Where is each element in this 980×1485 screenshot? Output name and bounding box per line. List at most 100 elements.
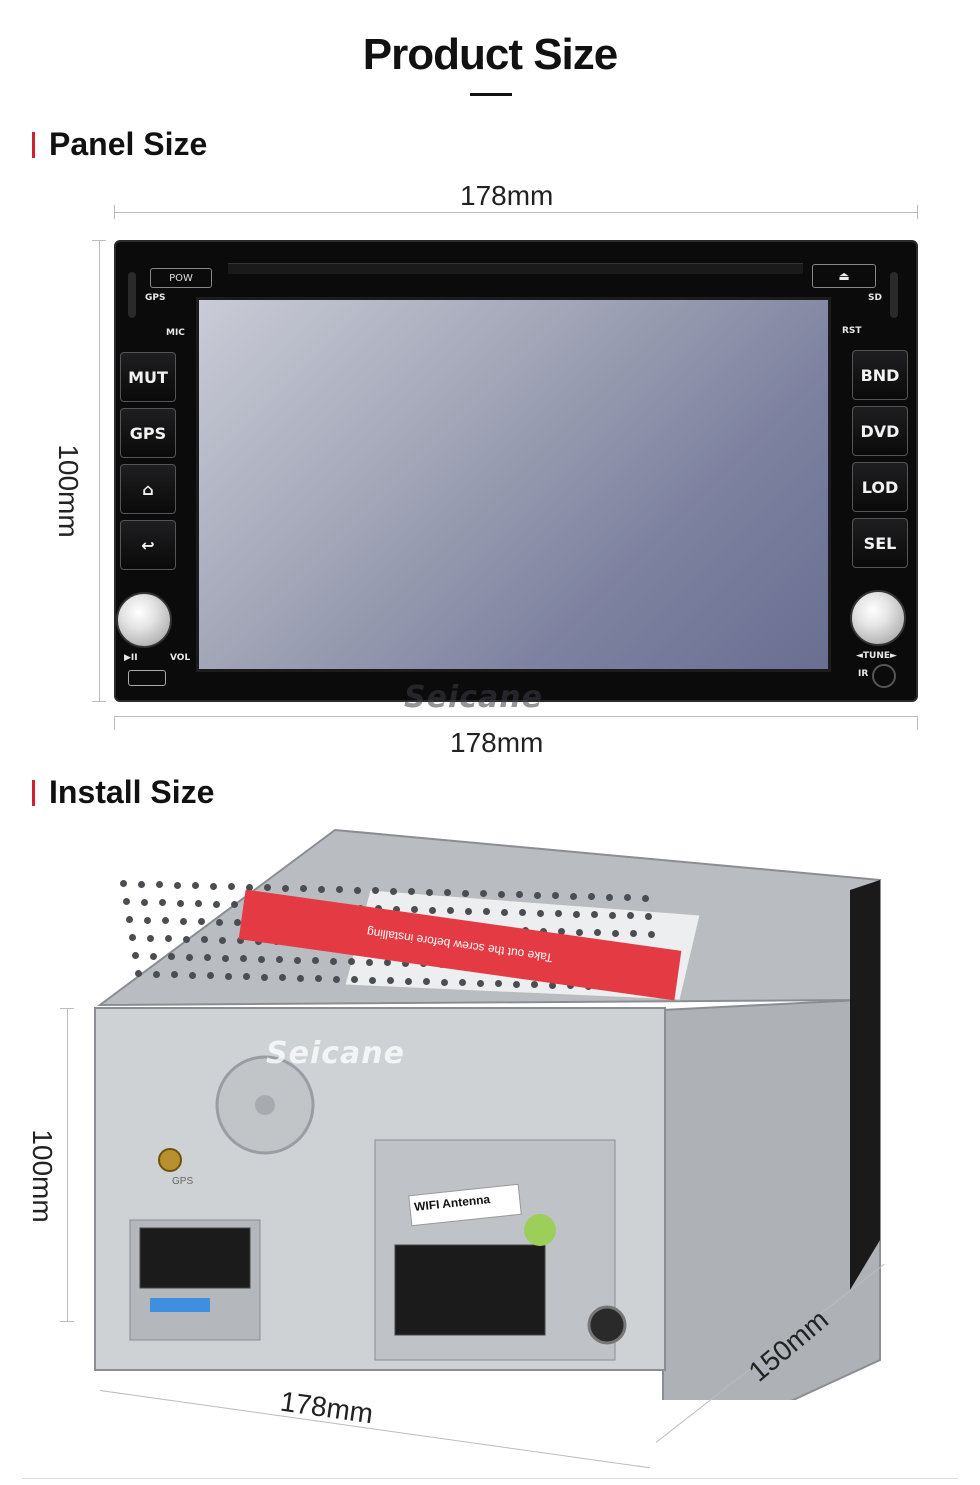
load-button[interactable]: LOD	[852, 462, 908, 512]
eject-icon: ⏏	[838, 269, 850, 283]
section-heading-install: Install Size	[32, 774, 214, 811]
dimension-tick	[60, 1321, 74, 1322]
panel-height-label: 100mm	[53, 444, 84, 538]
home-icon: ⌂	[142, 479, 154, 499]
vent-hole	[210, 882, 217, 890]
vent-hole	[393, 905, 400, 913]
vent-hole	[387, 977, 394, 984]
screw-warning-text: Take out the screw before installing	[366, 925, 554, 965]
back-icon: ↩	[141, 535, 155, 555]
vent-hole	[447, 907, 454, 914]
footer-divider	[22, 1478, 958, 1479]
vent-hole	[276, 956, 283, 963]
back-button[interactable]: ↩	[120, 520, 176, 570]
vent-hole	[630, 930, 637, 937]
vent-hole	[282, 884, 289, 892]
vent-hole	[147, 934, 154, 942]
vent-hole	[156, 881, 163, 888]
vent-hole	[573, 910, 580, 918]
vent-hole	[480, 890, 487, 897]
vent-hole	[513, 980, 520, 988]
vent-hole	[195, 900, 202, 907]
vent-hole	[138, 880, 145, 888]
vent-hole	[390, 887, 397, 895]
vent-hole	[201, 936, 208, 943]
vent-hole	[198, 918, 205, 925]
dimension-tick	[917, 205, 918, 219]
install-height-label: 100mm	[27, 1129, 58, 1223]
install-width-line	[99, 1390, 650, 1469]
vent-hole	[591, 911, 598, 918]
vent-hole	[162, 917, 169, 924]
vent-hole	[408, 888, 415, 895]
vent-hole	[207, 972, 214, 979]
vent-hole	[126, 916, 133, 923]
eject-button[interactable]: ⏏	[812, 264, 876, 288]
dvd-button[interactable]: DVD	[852, 406, 908, 456]
vent-hole	[219, 936, 226, 944]
section-accent-bar	[32, 779, 35, 806]
dimension-tick	[917, 716, 918, 730]
vent-hole	[519, 909, 526, 916]
gps-card-slot	[128, 272, 136, 318]
vent-hole	[183, 935, 190, 943]
vent-hole	[150, 952, 157, 960]
vent-hole	[294, 956, 301, 964]
mute-button[interactable]: MUT	[120, 352, 176, 402]
dimension-tick	[92, 240, 106, 241]
panel-width-top-label: 178mm	[460, 180, 554, 211]
vent-hole	[120, 880, 127, 887]
power-button[interactable]: POW	[150, 268, 212, 288]
vent-hole	[477, 979, 484, 987]
vent-hole	[333, 975, 340, 983]
vent-hole	[189, 971, 196, 979]
gps-button[interactable]: GPS	[120, 408, 176, 458]
vent-hole	[222, 954, 229, 962]
vent-hole	[402, 959, 409, 967]
vent-hole	[384, 959, 391, 966]
select-button[interactable]: SEL	[852, 518, 908, 568]
vent-hole	[300, 885, 307, 892]
sd-card-slot	[890, 272, 898, 318]
vent-hole	[159, 899, 166, 906]
vent-hole	[645, 912, 652, 920]
gps-slot-label: GPS	[145, 293, 166, 303]
vent-hole	[405, 977, 412, 985]
rst-label: RST	[842, 326, 862, 336]
dimension-tick	[114, 716, 115, 730]
watermark-logo-install: Seicane	[266, 1036, 405, 1071]
volume-knob[interactable]	[116, 592, 172, 648]
vent-hole	[351, 976, 358, 983]
vent-hole	[588, 893, 595, 900]
tune-knob[interactable]	[850, 590, 906, 646]
vent-hole	[549, 981, 556, 989]
vent-hole	[135, 970, 142, 977]
vent-hole	[240, 955, 247, 962]
vent-hole	[165, 935, 172, 942]
vent-hole	[570, 892, 577, 900]
play-pause-icon: ▶II	[124, 653, 138, 663]
display-screen[interactable]	[196, 297, 831, 672]
home-button[interactable]: ⌂	[120, 464, 176, 514]
vent-hole	[225, 972, 232, 980]
band-button[interactable]: BND	[852, 350, 908, 400]
vent-hole	[609, 911, 616, 919]
vent-hole	[537, 909, 544, 917]
panel-width-bottom-label: 178mm	[450, 727, 544, 758]
vent-hole	[642, 894, 649, 902]
vent-hole	[312, 957, 319, 964]
vent-hole	[441, 978, 448, 986]
vent-hole	[177, 899, 184, 907]
vent-hole	[123, 898, 130, 905]
vent-hole	[180, 917, 187, 925]
title-underline	[470, 93, 512, 96]
vent-hole	[624, 894, 631, 901]
vent-hole	[231, 901, 238, 908]
vent-hole	[534, 891, 541, 899]
vent-hole	[354, 886, 361, 894]
vent-hole	[243, 973, 250, 980]
vent-hole	[261, 973, 268, 981]
dimension-tick	[92, 701, 106, 702]
vent-hole	[369, 976, 376, 984]
vent-hole	[330, 957, 337, 965]
